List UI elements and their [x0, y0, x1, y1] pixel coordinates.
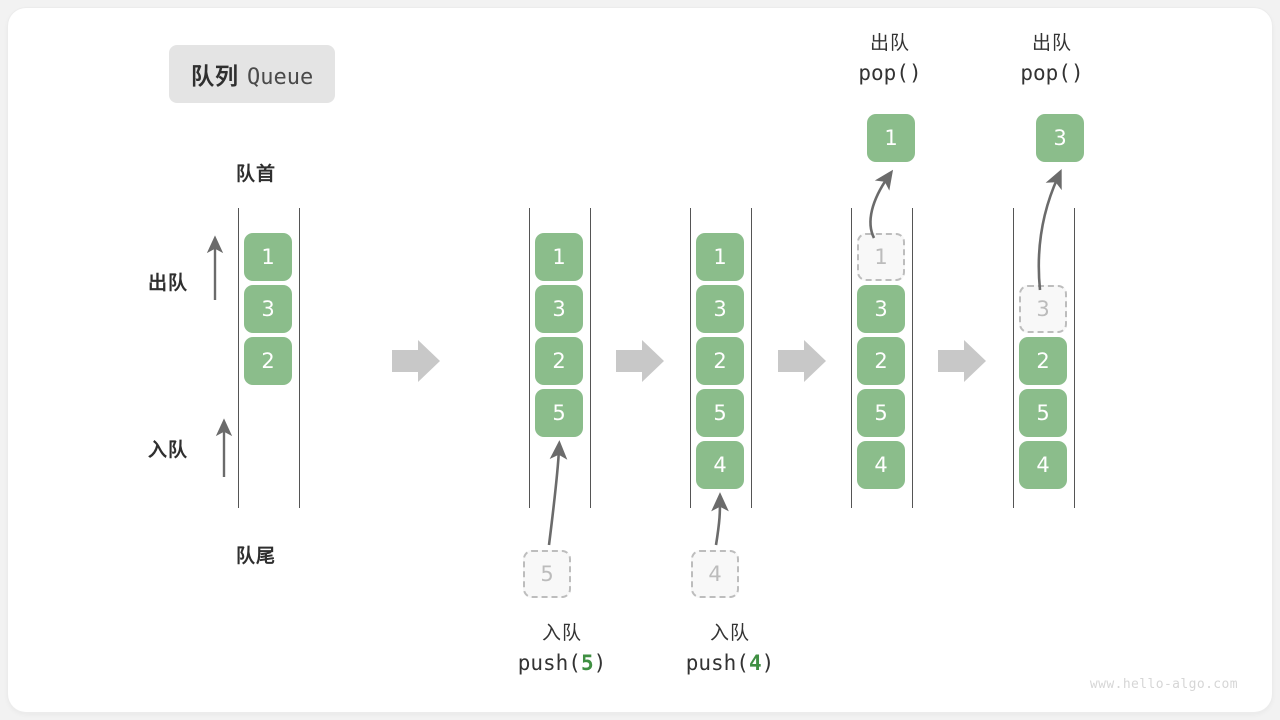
queue-cell: 1: [244, 233, 292, 281]
pop-caption-3: 出队 pop(): [952, 30, 1152, 88]
pop-caption-cn: 出队: [1031, 33, 1072, 54]
queue-cell: 1: [535, 233, 583, 281]
queue-cell: 4: [857, 441, 905, 489]
popped-cell: 3: [1036, 114, 1084, 162]
diagram-title-badge: 队列 Queue: [169, 45, 336, 103]
queue-rail-right: [590, 208, 591, 508]
enqueue-direction-label: 入队: [148, 440, 189, 461]
queue-cell: 2: [857, 337, 905, 385]
queue-rail-right: [299, 208, 300, 508]
queue-cell: 3: [857, 285, 905, 333]
queue-rear-label: 队尾: [236, 546, 277, 567]
queue-cell-new: 5: [535, 389, 583, 437]
push-caption-5: 入队 push(5): [462, 620, 662, 678]
queue-rail-right: [751, 208, 752, 508]
push-caption-4: 入队 push(4): [630, 620, 830, 678]
queue-front-label: 队首: [236, 164, 277, 185]
pop-caption-code: pop(): [858, 60, 922, 85]
pop-caption-cn: 出队: [869, 33, 910, 54]
queue-cell: 2: [535, 337, 583, 385]
queue-rail-left: [690, 208, 691, 508]
queue-cell: 3: [696, 285, 744, 333]
queue-cell: 3: [244, 285, 292, 333]
queue-input-cell: 5: [523, 550, 571, 598]
queue-rail-left: [529, 208, 530, 508]
pop-caption-1: 出队 pop(): [790, 30, 990, 88]
queue-cell: 5: [696, 389, 744, 437]
queue-cell: 1: [696, 233, 744, 281]
popped-cell: 1: [867, 114, 915, 162]
queue-cell: 2: [696, 337, 744, 385]
queue-cell: 5: [1019, 389, 1067, 437]
queue-input-cell: 4: [691, 550, 739, 598]
queue-cell: 3: [535, 285, 583, 333]
watermark: www.hello-algo.com: [1089, 677, 1238, 692]
push-caption-code: push(5): [517, 650, 607, 675]
push-caption-code: push(4): [685, 650, 775, 675]
pop-caption-code: pop(): [1020, 60, 1084, 85]
push-caption-cn: 入队: [541, 623, 582, 644]
dequeue-direction-label: 出队: [148, 273, 189, 294]
queue-rail-left: [1013, 208, 1014, 508]
title-english: Queue: [247, 65, 314, 90]
diagram-card: [8, 8, 1272, 712]
push-caption-cn: 入队: [709, 623, 750, 644]
queue-cell: 2: [1019, 337, 1067, 385]
queue-removed-cell: 3: [1019, 285, 1067, 333]
queue-cell: 4: [1019, 441, 1067, 489]
queue-rail-right: [1074, 208, 1075, 508]
queue-rail-left: [238, 208, 239, 508]
title-chinese: 队列: [191, 63, 239, 89]
queue-rail-right: [912, 208, 913, 508]
queue-removed-cell: 1: [857, 233, 905, 281]
queue-cell: 5: [857, 389, 905, 437]
queue-cell: 2: [244, 337, 292, 385]
queue-cell-new: 4: [696, 441, 744, 489]
queue-rail-left: [851, 208, 852, 508]
